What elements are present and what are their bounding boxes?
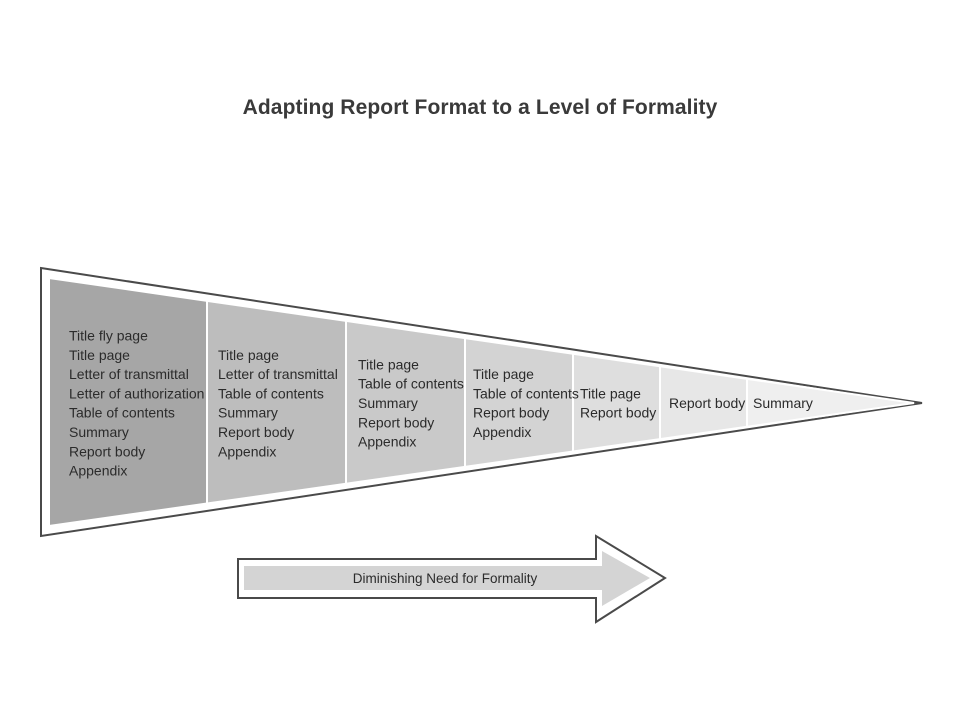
diagram-title: Adapting Report Format to a Level of For… [242,96,718,119]
column-1-item: Title fly page [69,327,148,343]
column-4-item: Table of contents [473,385,579,401]
column-2-item: Appendix [218,443,276,459]
formality-arrow-fill [244,551,650,606]
column-1-item: Letter of transmittal [69,366,189,382]
column-5-item: Title page [580,385,641,401]
column-2-item: Summary [218,405,278,421]
column-3-item: Table of contents [358,376,464,392]
column-2-item: Table of contents [218,385,324,401]
column-7-item: Summary [753,395,813,411]
column-1-item: Report body [69,443,145,459]
column-4-item: Title page [473,366,534,382]
column-4-item: Report body [473,405,549,421]
column-2-item: Report body [218,424,294,440]
column-1-item: Appendix [69,463,127,479]
column-6-item: Report body [669,395,745,411]
column-4-item: Appendix [473,424,531,440]
column-3-item: Report body [358,414,434,430]
funnel-column-1 [48,276,208,528]
column-3-item: Summary [358,395,418,411]
column-1-item: Title page [69,347,130,363]
column-3-item: Appendix [358,434,416,450]
column-1-item: Table of contents [69,405,175,421]
funnel-column-2 [206,299,347,505]
column-2-item: Title page [218,347,279,363]
arrow-label: Diminishing Need for Formality [353,571,538,586]
column-5-item: Report body [580,405,656,421]
column-3-item: Title page [358,356,419,372]
funnel-column-7 [746,377,915,428]
funnel-column-4 [464,336,574,468]
column-1-item: Letter of authorization [69,385,204,401]
funnel-column-5 [572,352,661,453]
column-2-item: Letter of transmittal [218,366,338,382]
column-1-item: Summary [69,424,129,440]
